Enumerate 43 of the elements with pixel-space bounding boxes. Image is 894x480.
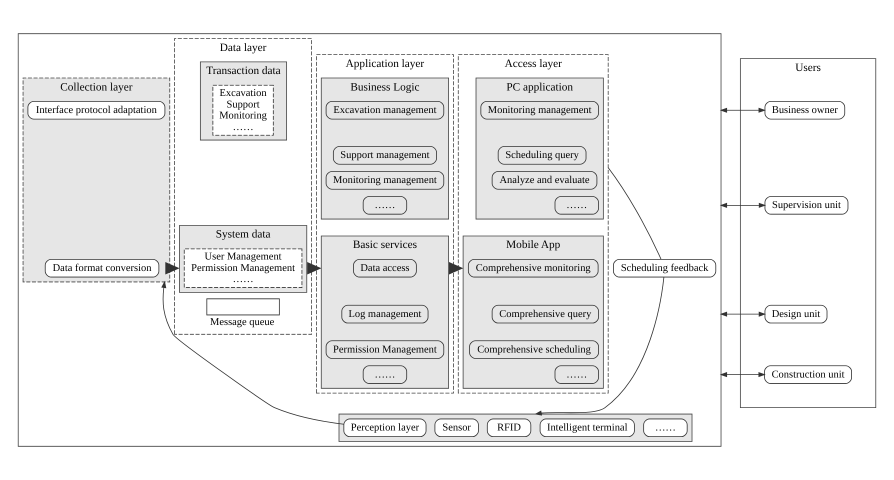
node-box: Support management xyxy=(332,146,437,165)
connector xyxy=(608,167,662,260)
node-box: Intelligent terminal xyxy=(540,418,635,438)
arrow xyxy=(534,276,664,416)
node-box: …… xyxy=(362,196,408,215)
node-box: Design unit xyxy=(764,304,828,324)
arrow xyxy=(161,280,344,425)
node-box: Business owner xyxy=(764,100,846,120)
arrow xyxy=(449,262,464,274)
node-box: Comprehensive query xyxy=(492,304,599,324)
node-box: …… xyxy=(554,196,599,215)
node-box: Supervision unit xyxy=(764,196,848,215)
node-box: Comprehensive scheduling xyxy=(469,340,599,359)
cluster xyxy=(338,414,692,442)
arrow xyxy=(720,108,766,113)
node-box: Monitoring management xyxy=(480,100,599,120)
arrow xyxy=(720,312,766,317)
arrow xyxy=(720,372,766,378)
node-box: Interface protocol adaptation xyxy=(28,100,166,120)
node-box: Excavation management xyxy=(326,100,444,120)
node-box: Monitoring management xyxy=(326,171,444,190)
node-box: Comprehensive monitoring xyxy=(468,258,599,278)
node-box: Perception layer xyxy=(343,418,426,438)
node-box: Log management xyxy=(341,304,428,324)
node-box: Permission Management xyxy=(326,340,444,359)
node-box: Construction unit xyxy=(764,365,852,384)
node-box: Excavation Support Monitoring …… xyxy=(212,84,274,136)
arrow xyxy=(165,262,180,274)
node-box: …… xyxy=(554,365,599,384)
node-box: Data access xyxy=(353,258,417,278)
node-box: …… xyxy=(643,418,688,438)
node-box: …… xyxy=(362,365,408,384)
node-box: Scheduling feedback xyxy=(613,258,716,278)
node-box: Data format conversion xyxy=(44,258,160,278)
cluster xyxy=(18,33,722,447)
node-box: User Management Permission Management …… xyxy=(184,248,302,288)
node-box: RFID xyxy=(486,418,532,438)
node-box: Analyze and evaluate xyxy=(492,171,598,190)
node-box: Scheduling query xyxy=(498,146,586,165)
node-label: Message queue xyxy=(210,316,274,328)
arrow xyxy=(720,202,766,208)
arrow xyxy=(307,262,322,274)
node-box: Sensor xyxy=(434,418,479,438)
